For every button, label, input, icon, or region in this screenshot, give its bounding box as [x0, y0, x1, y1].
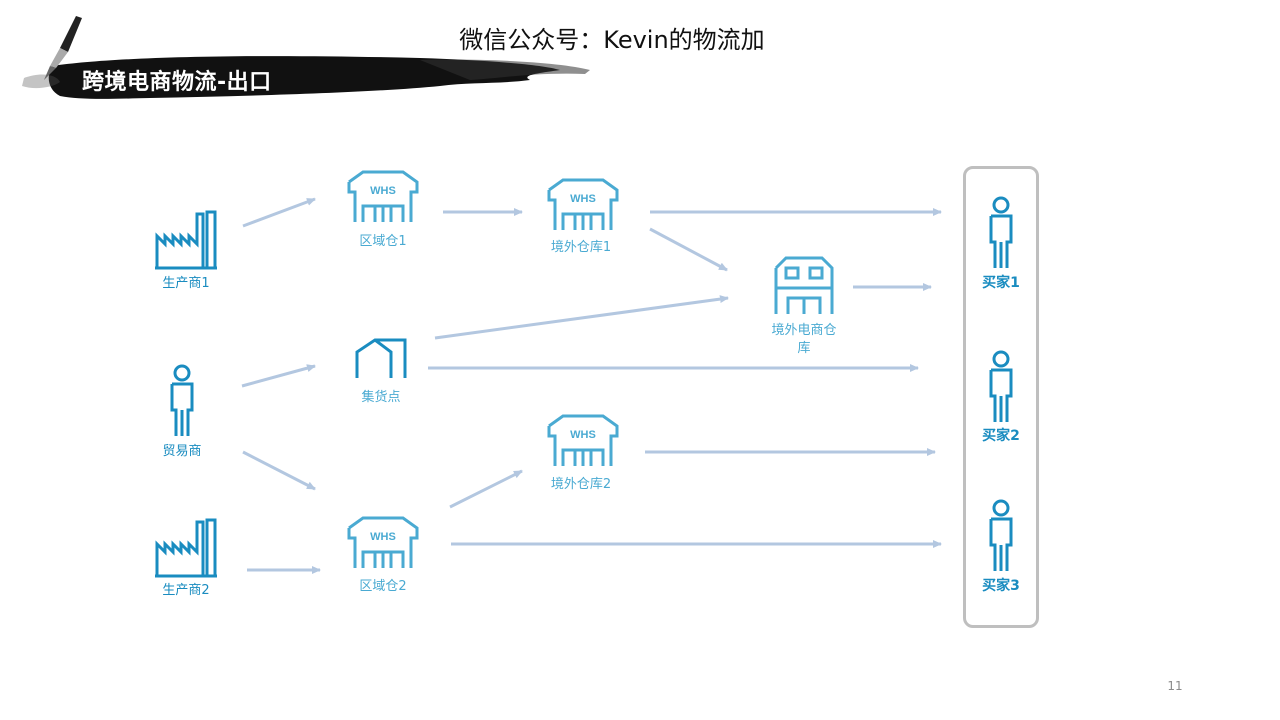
- regional1-label: 区域仓1: [343, 233, 423, 250]
- warehouse-whs-icon: WHS: [549, 416, 617, 466]
- buyer3-label: 买家3: [961, 578, 1041, 595]
- overseas2-label: 境外仓库2: [541, 476, 621, 493]
- collection-label: 集货点: [341, 389, 421, 406]
- regional2-label: 区域仓2: [343, 578, 423, 595]
- ecom-warehouse-label-line1: 境外电商仓: [754, 322, 854, 339]
- producer2-label: 生产商2: [146, 582, 226, 599]
- arrow-trader-regional2: [243, 452, 315, 489]
- ecom-warehouse-label-line2: 库: [754, 340, 854, 357]
- whs-badge: WHS: [370, 185, 396, 197]
- buyer1-label: 买家1: [961, 275, 1041, 292]
- warehouse-whs-icon: WHS: [349, 518, 417, 568]
- arrow-regional2-overseas2: [450, 471, 522, 507]
- whs-badge: WHS: [570, 193, 596, 205]
- ecommerce-warehouse-icon: [776, 258, 832, 314]
- buyer-group-box: [963, 166, 1039, 628]
- overseas1-label: 境外仓库1: [541, 239, 621, 256]
- collection-point-icon: [357, 340, 405, 378]
- arrow-producer1-regional1: [243, 199, 315, 226]
- whs-badge: WHS: [570, 429, 596, 441]
- page-number: 11: [1160, 679, 1190, 693]
- arrow-collection-ecom-warehouse: [435, 298, 728, 338]
- whs-badge: WHS: [370, 531, 396, 543]
- arrow-trader-collection: [242, 366, 315, 386]
- warehouse-whs-icon: WHS: [549, 180, 617, 230]
- arrow-overseas1-ecom-warehouse: [650, 229, 727, 270]
- person-icon: [172, 366, 192, 436]
- producer1-label: 生产商1: [146, 275, 226, 292]
- warehouse-whs-icon: WHS: [349, 172, 417, 222]
- factory-icon: [155, 212, 217, 268]
- trader-label: 贸易商: [142, 443, 222, 460]
- factory-icon: [155, 520, 217, 576]
- buyer2-label: 买家2: [961, 428, 1041, 445]
